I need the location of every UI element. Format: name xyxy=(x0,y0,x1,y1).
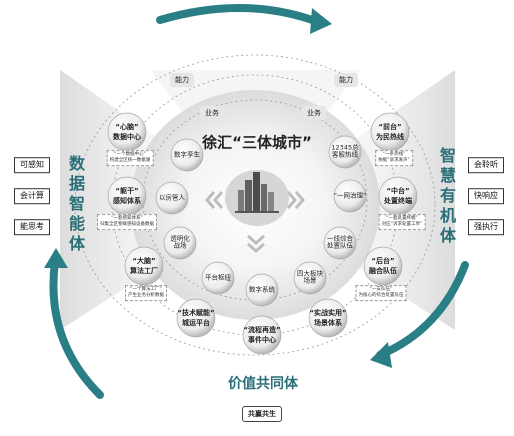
inner-node-digital-twin xyxy=(170,138,204,172)
left-box-think: 能思考 xyxy=(14,219,50,235)
outer-node-name: 城运平台 xyxy=(182,318,210,327)
right-ability-tag: 能力 xyxy=(334,73,358,87)
outer-node-tag-line: 对应“诉求处置工单” xyxy=(381,222,423,227)
outer-node-name: 数据中心 xyxy=(113,132,141,141)
top-cycle-arrow xyxy=(156,4,332,34)
outer-node-tag-line: “一个数据中心” xyxy=(114,152,146,158)
inner-node-label: “一网治理” xyxy=(333,191,367,200)
right-cycle-arrow xyxy=(370,261,469,368)
outer-node-tag: “一套处置终端”对应“诉求处置工单” xyxy=(378,214,426,230)
outer-node-tag-line: 构建全区统一数据湖 xyxy=(109,158,151,163)
outer-node-quote: “实战实用” xyxy=(309,308,347,317)
bottom-title: 价值共同体 xyxy=(228,375,298,392)
inner-node-integrated-team xyxy=(323,226,357,260)
city-skyline-icon xyxy=(225,170,289,226)
inner-node-label: 数字系统 xyxy=(249,285,275,294)
inner-node-label: 数字孪生 xyxy=(174,150,200,159)
inner-node-label: 12345总 客服热线 xyxy=(331,143,359,159)
outer-node-quote: “大脑” xyxy=(132,256,156,265)
right-box-listen: 会聆听 xyxy=(468,157,504,173)
outer-node-name: 处置终端 xyxy=(384,196,412,205)
left-box-compute: 会计算 xyxy=(14,188,50,204)
outer-node-scene-system xyxy=(308,298,348,338)
outer-node-name: 感知体系 xyxy=(113,196,141,205)
inner-node-label: 以房管人 xyxy=(159,193,185,202)
outer-node-name: 为民热线 xyxy=(376,132,404,141)
inner-node-cloud-system xyxy=(245,273,279,307)
left-business-tag: 业务 xyxy=(200,106,224,120)
inner-node-label: 四大板块 场景 xyxy=(297,269,323,285)
inner-node-platform-hub xyxy=(201,261,235,295)
right-box-execute: 强执行 xyxy=(468,219,504,235)
outer-node-algorithm xyxy=(124,246,164,286)
outer-node-quote: “技术赋能” xyxy=(177,308,215,317)
outer-node-tag: “一个算法工厂”产生业务分析数据 xyxy=(125,285,167,301)
left-box-perceive: 可感知 xyxy=(14,157,50,173)
diagram-title: 徐汇“三体城市” xyxy=(202,133,312,152)
outer-node-tag-line: 产生业务分析数据 xyxy=(128,293,164,298)
outer-node-quote: “后台” xyxy=(371,256,395,265)
outer-node-tag-line: 依据“诉求发声” xyxy=(378,158,410,163)
inner-node-label: 平台枢纽 xyxy=(205,273,231,282)
outer-node-name: 场景体系 xyxy=(314,318,342,327)
outer-node-integration xyxy=(363,246,403,286)
outer-node-name: 融合队伍 xyxy=(369,266,397,275)
left-side-title: 数据智能体 xyxy=(66,155,85,255)
left-cycle-arrow xyxy=(44,248,104,399)
inner-node-steward xyxy=(155,181,189,215)
outer-node-tag: “一支队伍”为核心的综合处置队伍 xyxy=(355,285,407,301)
center-chevrons xyxy=(205,191,305,253)
outer-node-group xyxy=(107,112,418,355)
inner-node-group xyxy=(155,135,367,307)
left-ability-tag: 能力 xyxy=(170,73,194,87)
outer-node-tag: “一个数据中心”构建全区统一数据湖 xyxy=(106,150,154,166)
outer-node-tag-line: “一套处置终端” xyxy=(386,216,418,222)
inner-node-label: 透明化 战场 xyxy=(170,234,190,250)
outer-node-quote: “流程再造” xyxy=(243,325,281,334)
outer-node-event-center xyxy=(242,315,282,355)
outer-node-tag-line: “一套感知体系” xyxy=(111,216,143,222)
outer-node-name: 算法工厂 xyxy=(130,266,158,275)
right-side-title: 智慧有机体 xyxy=(437,147,456,247)
inner-node-four-blocks xyxy=(293,261,327,295)
outer-node-tag-line: “一支队伍” xyxy=(369,287,393,293)
outer-node-tag: “一条热线”依据“诉求发声” xyxy=(375,150,413,166)
outer-node-quote: “前台” xyxy=(378,122,402,131)
inner-node-label: 一线综合 处置队伍 xyxy=(327,234,353,250)
bottom-tag: 共赢共生 xyxy=(242,406,282,422)
outer-node-quote: “躯干” xyxy=(115,186,139,195)
outer-node-tech-platform xyxy=(176,298,216,338)
outer-node-quote: “中台” xyxy=(386,186,410,195)
right-business-tag: 业务 xyxy=(302,106,326,120)
inner-node-transparent xyxy=(163,226,197,260)
outer-node-name: 事件中心 xyxy=(248,335,276,344)
outer-node-tag-line: “一个算法工厂” xyxy=(130,287,162,293)
outer-node-tag: “一套感知体系”归集全区物联感知设备数据 xyxy=(97,214,157,230)
outer-node-tag-line: 为核心的综合处置队伍 xyxy=(358,293,404,298)
outer-node-tag-line: 归集全区物联感知设备数据 xyxy=(100,222,154,227)
outer-node-quote: “心脑” xyxy=(115,122,139,131)
inner-node-hotline-12345 xyxy=(328,135,362,169)
inner-node-one-network xyxy=(333,179,367,213)
right-box-respond: 快响应 xyxy=(468,188,504,204)
outer-node-tag-line: “一条热线” xyxy=(382,152,406,158)
